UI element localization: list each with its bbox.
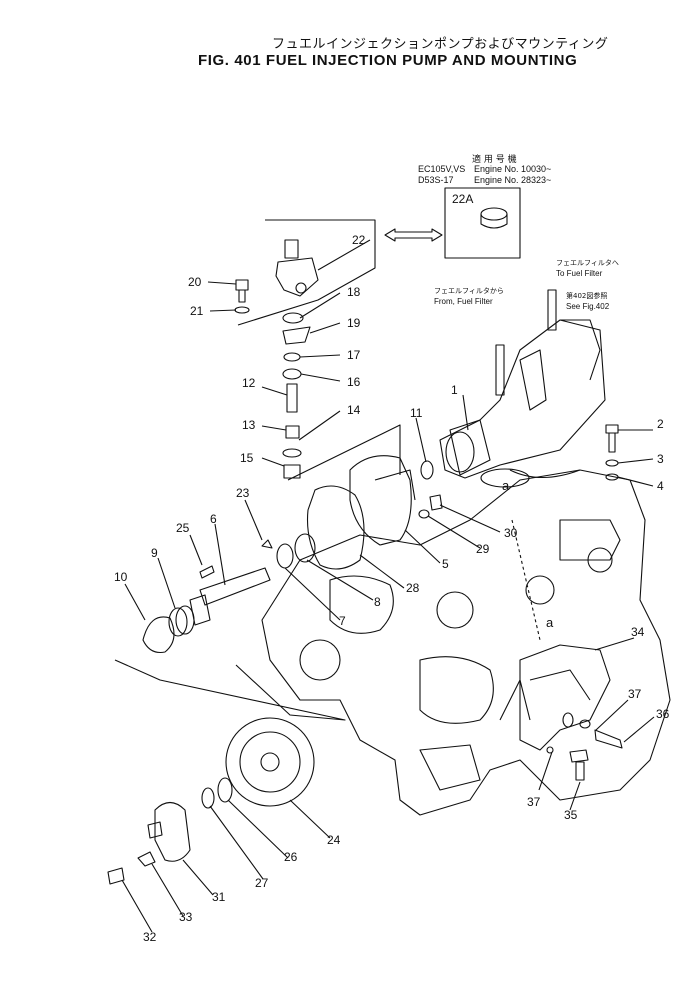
callout-10: 10 [114,570,128,584]
gasket [306,485,365,570]
callout-27: 27 [255,876,269,890]
callout-15: 15 [240,451,254,465]
callout-13: 13 [242,418,256,432]
callout-14: 14 [347,403,361,417]
serial-model-2: D53S-17 [418,175,454,185]
callout-19: 19 [347,316,361,330]
inset-box-22a [444,187,521,259]
note-see-fig-jp: 第402図参照 [566,292,608,300]
callout-24: 24 [327,833,341,847]
callout-1: 1 [451,383,458,397]
callout-9: 9 [151,546,158,560]
callout-3: 3 [657,452,664,466]
callout-36: 36 [656,707,670,721]
callout-32: 32 [143,930,157,944]
engine-block-outline [261,469,671,816]
callout-37-lower: 37 [527,795,541,809]
callout-29: 29 [476,542,490,556]
box-22 [237,219,376,326]
callout-26: 26 [284,850,298,864]
callout-18: 18 [347,285,361,299]
callout-5: 5 [442,557,449,571]
callout-31: 31 [212,890,226,904]
double-arrow [384,228,443,242]
marker-a-pump: a [502,478,510,493]
serial-engine-1: Engine No. 10030~ [474,164,552,174]
callout-4: 4 [657,479,664,493]
note-to-filter-jp: フェエルフィルタへ [556,259,619,267]
serial-heading-jp: 適 用 号 機 [472,155,517,165]
title-japanese: フュエルインジェクションポンプおよびマウンティング [272,37,609,52]
callout-21: 21 [190,304,204,318]
callout-16: 16 [347,375,361,389]
callout-23: 23 [236,486,250,500]
callout-7: 7 [339,614,346,628]
callout-22a: 22A [452,192,474,206]
callout-37-upper: 37 [628,687,642,701]
callout-25: 25 [176,521,190,535]
callout-6: 6 [210,512,217,526]
callout-35: 35 [564,808,578,822]
callout-17: 17 [347,348,361,362]
callout-8: 8 [374,595,381,609]
callout-11: 11 [410,406,423,420]
timing-gear [225,717,315,807]
note-to-filter: To Fuel Filter [556,269,603,278]
note-see-fig: See Fig.402 [566,302,610,311]
mounting-bracket [519,644,611,751]
drive-shaft [199,567,271,606]
note-from-filter-jp: フェエルフィルタから [434,287,504,295]
note-from-filter: From, Fuel Filter [434,297,493,306]
callout-28: 28 [406,581,420,595]
figure-title: FIG. 401 FUEL INJECTION PUMP AND MOUNTIN… [198,52,578,69]
serial-model-1: EC105V,VS [418,164,466,174]
callout-33: 33 [179,910,193,924]
callout-12: 12 [242,376,256,390]
callout-22: 22 [352,233,366,247]
injection-pump-body [439,319,606,479]
marker-a-bracket: a [546,615,554,630]
flange-housing [349,455,412,546]
serial-engine-2: Engine No. 28323~ [474,175,552,185]
callout-30: 30 [504,526,518,540]
callout-20: 20 [188,275,202,289]
callout-2: 2 [657,417,664,431]
callout-34: 34 [631,625,645,639]
